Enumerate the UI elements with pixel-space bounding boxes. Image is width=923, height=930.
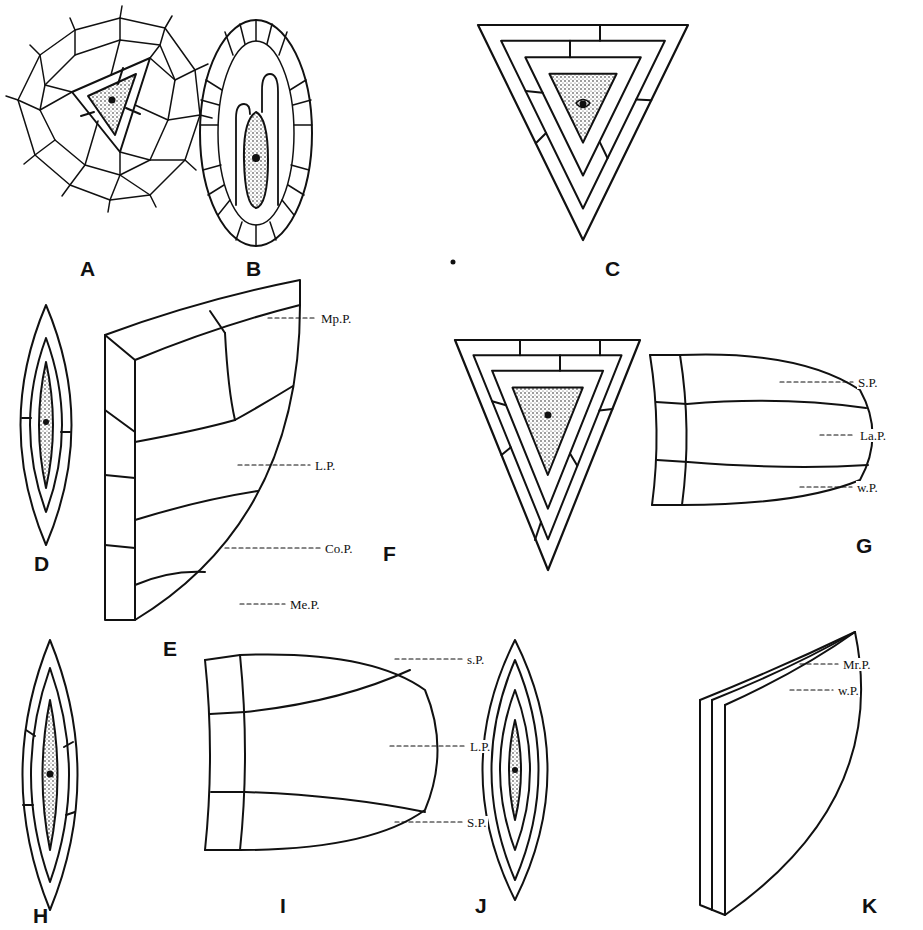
part-label: w.P. — [856, 481, 879, 494]
figure-letter: D — [34, 553, 49, 574]
figure-letter: G — [856, 535, 872, 556]
part-label: w.P. — [837, 684, 860, 697]
figure-letter: F — [383, 543, 396, 564]
figure-c — [452, 25, 689, 264]
part-label: La.P. — [859, 429, 887, 442]
figure-b — [200, 20, 312, 246]
figure-g — [650, 354, 873, 505]
figure-f — [455, 340, 640, 570]
figure-e — [105, 280, 300, 620]
part-label: Co.P. — [324, 542, 353, 555]
part-label: L.P. — [469, 740, 491, 753]
part-label: Mp.P. — [320, 312, 352, 325]
figure-letter: B — [246, 258, 261, 279]
figure-a — [6, 6, 212, 212]
figure-letter: K — [862, 895, 877, 916]
part-label: Me.P. — [289, 598, 321, 611]
figure-d — [21, 305, 72, 545]
figure-letter: H — [33, 905, 48, 926]
part-label: S.P. — [466, 816, 488, 829]
figure-j — [483, 640, 548, 900]
figure-letter: C — [605, 258, 620, 279]
figure-letter: I — [280, 895, 286, 916]
part-label: L.P. — [314, 459, 336, 472]
part-label: s.P. — [466, 653, 485, 666]
figure-i — [205, 654, 438, 850]
part-label: S.P. — [857, 376, 879, 389]
leader-lines — [225, 318, 855, 822]
figure-h — [23, 640, 78, 910]
figure-letter: E — [163, 638, 177, 659]
figure-letter: A — [80, 258, 95, 279]
figure-k — [700, 632, 861, 915]
part-label: Mr.P. — [842, 658, 871, 671]
figure-letter: J — [475, 895, 487, 916]
